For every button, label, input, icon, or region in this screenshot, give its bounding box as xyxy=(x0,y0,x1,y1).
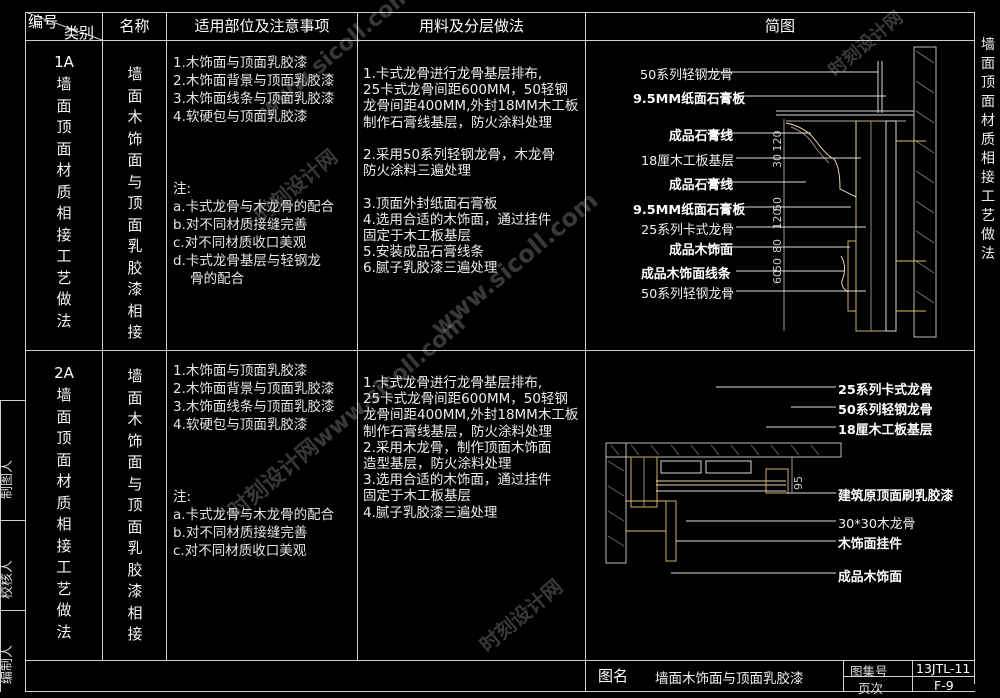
row-divider xyxy=(25,350,975,351)
row1-dimension: 30 xyxy=(771,154,784,168)
row2-name: 墙面木饰面与顶面乳胶漆相接 xyxy=(127,367,143,643)
table-border-bottom xyxy=(25,691,975,692)
row1-label-light-keel-bottom: 50系列轻钢龙骨 xyxy=(641,287,735,302)
footer-atlas-label: 图集号 xyxy=(850,664,888,679)
row2-label-original-ceiling: 建筑原顶面刷乳胶漆 xyxy=(838,489,954,504)
table-border-right xyxy=(974,12,975,684)
row2-label-veneer-hanger: 木饰面挂件 xyxy=(838,537,902,552)
row2-code: 2A xyxy=(54,364,74,382)
row1-label-gypsum-board-top: 9.5MM纸面石膏板 xyxy=(633,92,746,107)
table-border-top xyxy=(25,12,975,13)
row1-dimension: 50 xyxy=(771,258,784,272)
footer-mid xyxy=(843,676,974,677)
row2-label-wood-keel: 30*30木龙骨 xyxy=(838,517,916,532)
col-divider-3 xyxy=(357,12,358,660)
footer-page-label: 页次 xyxy=(858,681,884,696)
side-title: 墙面顶面材质相接工艺做法 xyxy=(981,37,995,262)
row2-label-card-keel: 25系列卡式龙骨 xyxy=(838,383,933,398)
row1-label-gypsum-board-2: 9.5MM纸面石膏板 xyxy=(633,203,746,218)
row2-label-plywood-base: 18厘木工板基层 xyxy=(838,423,933,438)
row1-label-card-keel: 25系列卡式龙骨 xyxy=(641,223,735,238)
row1-label-plaster-line: 成品石膏线 xyxy=(669,129,733,144)
footer-page-value: F-9 xyxy=(934,678,954,693)
header-scope: 适用部位及注意事项 xyxy=(194,17,330,35)
row2-category: 墙面顶面材质相接工艺做法 xyxy=(56,386,72,641)
row2-label-light-keel: 50系列轻钢龙骨 xyxy=(838,403,933,418)
row1-dimension: 120 xyxy=(771,131,784,152)
header-divider xyxy=(25,40,975,41)
header-name: 名称 xyxy=(119,17,150,35)
role-drafter: 制图人 xyxy=(0,459,16,500)
table-border-left xyxy=(25,12,26,692)
header-number: 编号 xyxy=(28,13,59,31)
left-strip-sep-1 xyxy=(0,400,25,401)
row1-dimension: 60 xyxy=(771,270,784,284)
footer-divider xyxy=(25,660,975,661)
row1-label-light-keel-top: 50系列轻钢龙骨 xyxy=(640,68,734,83)
left-strip-border xyxy=(0,400,1,692)
col-divider-2 xyxy=(166,12,167,660)
row1-notes: 1.木饰面与顶面乳胶漆 2.木饰面背景与顶面乳胶漆 3.木饰面线条与顶面乳胶漆 … xyxy=(173,55,335,287)
watermark: 时刻设计网 xyxy=(474,574,567,657)
row1-dimension: 120 xyxy=(771,209,784,230)
row1-name: 墙面木饰面与顶面乳胶漆相接 xyxy=(127,65,143,341)
row1-section-drawing: 30 120 50 120 80 50 60 xyxy=(706,46,937,338)
header-category: 类别 xyxy=(64,24,95,42)
col-divider-4 xyxy=(585,12,586,692)
row1-category: 墙面顶面材质相接工艺做法 xyxy=(56,75,72,330)
row1-method: 1.卡式龙骨进行龙骨基层排布, 25卡式龙骨间距600MM，50轻钢 龙骨间距4… xyxy=(363,66,579,277)
row1-label-plaster-line-2: 成品石膏线 xyxy=(669,178,733,193)
header-diagonal xyxy=(25,12,103,41)
footer-atlas-value: 13JTL-11 xyxy=(916,661,971,676)
row1-label-wood-veneer: 成品木饰面 xyxy=(669,243,733,258)
row2-section-drawing: 95 xyxy=(605,386,842,574)
row2-method: 1.卡式龙骨进行龙骨基层排布, 25卡式龙骨间距600MM，50轻钢 龙骨间距4… xyxy=(363,375,579,521)
header-method: 用料及分层做法 xyxy=(418,17,524,35)
row2-notes: 1.木饰面与顶面乳胶漆 2.木饰面背景与顶面乳胶漆 3.木饰面线条与顶面乳胶漆 … xyxy=(173,363,335,559)
footer-figure-name: 墙面木饰面与顶面乳胶漆 xyxy=(655,671,804,687)
col-divider-1 xyxy=(102,12,103,660)
row1-label-plywood-base: 18厘木工板基层 xyxy=(641,154,735,169)
row1-dimension: 80 xyxy=(771,239,784,253)
role-checker: 校核人 xyxy=(0,559,16,600)
left-strip-sep-2 xyxy=(0,520,25,521)
footer-figure-label: 图名 xyxy=(598,667,629,685)
role-editor: 编制人 xyxy=(0,644,16,685)
row2-dimension: 95 xyxy=(792,476,805,490)
row1-label-veneer-strip: 成品木饰面线条 xyxy=(641,267,731,282)
left-strip-sep-3 xyxy=(0,610,25,611)
row1-code: 1A xyxy=(54,53,74,71)
header-diagram: 简图 xyxy=(764,17,795,35)
row2-label-wood-veneer: 成品木饰面 xyxy=(838,570,902,585)
